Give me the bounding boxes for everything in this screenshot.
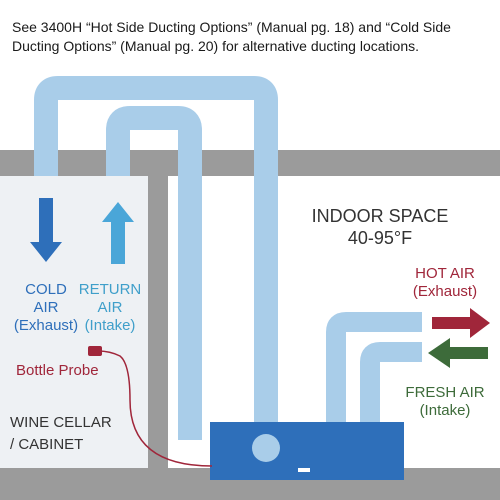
bottle-probe-label: Bottle Probe xyxy=(16,362,99,379)
cold-air-duct xyxy=(34,76,278,440)
fresh-air-label: FRESH AIR (Intake) xyxy=(405,384,485,419)
ceiling-wall xyxy=(0,150,500,176)
hot-air-label: HOT AIR (Exhaust) xyxy=(412,265,478,300)
cold-air-arrow xyxy=(30,198,62,262)
fresh-air-duct xyxy=(360,342,422,428)
indoor-space-label: INDOOR SPACE 40-95°F xyxy=(311,206,449,248)
return-air-label: RETURN AIR (Intake) xyxy=(78,281,142,334)
wine-cellar-label: WINE CELLAR / CABINET xyxy=(10,414,112,453)
return-air-duct xyxy=(106,106,202,440)
cold-air-label: COLD AIR (Exhaust) xyxy=(13,281,79,334)
ducting-note: See 3400H “Hot Side Ducting Options” (Ma… xyxy=(12,19,451,54)
partition-wall xyxy=(148,176,168,468)
return-air-arrow xyxy=(102,202,134,264)
fresh-air-arrow xyxy=(428,338,488,368)
hot-air-duct xyxy=(326,312,422,428)
unit-indicator xyxy=(298,468,310,472)
duct-collar xyxy=(252,434,280,462)
hot-air-arrow xyxy=(432,308,490,338)
bottle-probe-cable xyxy=(97,350,213,467)
bottle-probe-sensor xyxy=(88,346,102,356)
